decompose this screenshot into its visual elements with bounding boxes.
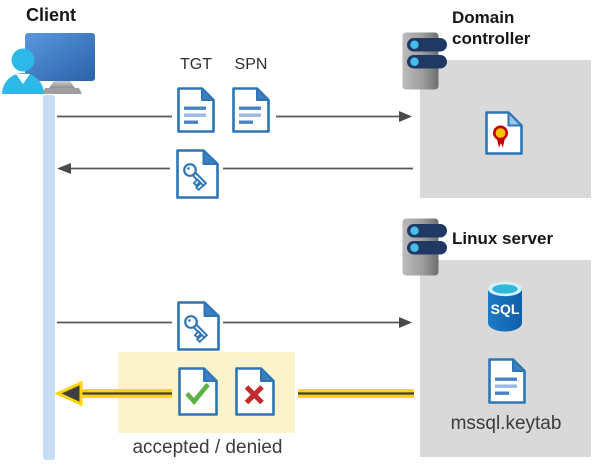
linux-server-label: Linux server xyxy=(452,229,554,248)
keytab-filename-label: mssql.keytab xyxy=(450,413,562,434)
arrowhead-to-domain-controller xyxy=(399,111,412,122)
monitor-stand-neck xyxy=(49,81,75,88)
arrowhead-to-linux-server xyxy=(399,317,412,328)
arrowhead-to-client-highlighted xyxy=(54,380,83,407)
person-collar xyxy=(16,74,30,84)
arrowhead-to-client-1 xyxy=(57,163,71,174)
accepted-denied-label: accepted / denied xyxy=(132,437,283,458)
certificate-document-icon xyxy=(485,111,523,155)
key-glyph xyxy=(183,163,208,192)
accepted-check-document-icon xyxy=(178,367,218,416)
keytab-document-icon xyxy=(488,358,526,404)
sql-label: SQL xyxy=(491,301,520,317)
spn-label: SPN xyxy=(234,56,268,73)
key-document-icon xyxy=(177,301,220,351)
server-tower-icon xyxy=(402,32,447,90)
tgt-document-icon xyxy=(177,87,215,133)
sql-database-icon: SQL xyxy=(488,281,522,332)
client-label: Client xyxy=(26,5,77,25)
person-head xyxy=(11,48,35,72)
denied-x-document-icon xyxy=(235,367,275,416)
check-mark xyxy=(185,383,210,406)
client-workstation-icon xyxy=(2,33,95,94)
x-mark xyxy=(244,385,264,405)
domain-controller-label: Domain controller xyxy=(452,8,531,48)
spn-document-icon xyxy=(232,87,270,133)
server-tower-icon xyxy=(402,218,447,276)
monitor-stand-base xyxy=(42,88,82,94)
ribbon-seal xyxy=(493,125,508,141)
client-lifeline xyxy=(43,95,55,460)
key-document-icon xyxy=(176,149,219,199)
key-glyph xyxy=(184,315,209,344)
request-arrow-lines xyxy=(57,115,413,324)
monitor xyxy=(25,33,95,81)
tgt-label: TGT xyxy=(180,56,212,73)
